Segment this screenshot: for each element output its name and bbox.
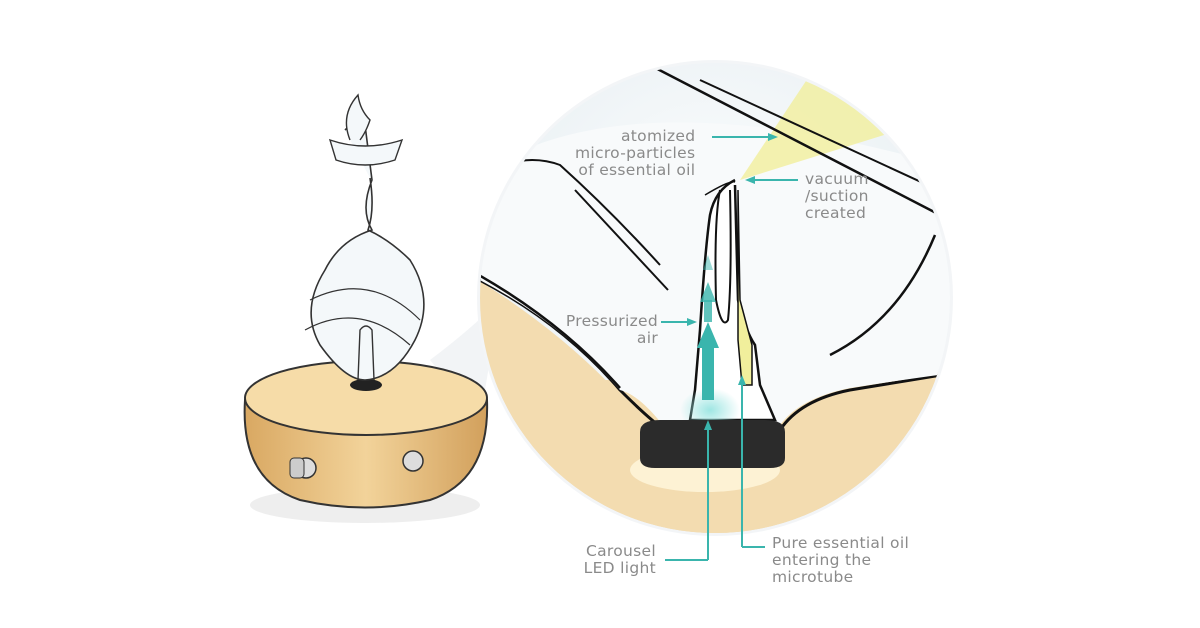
label-line: air [636,329,658,347]
label-atomized-particles: atomized micro-particles of essential oi… [575,128,695,179]
label-line: created [805,204,867,222]
label-line: micro-particles [575,144,696,162]
diffuser-product [243,93,489,523]
label-line: Pure essential oil [772,534,910,552]
atomizer-tube [640,178,785,468]
label-pure-oil: Pure essential oil entering the microtub… [772,535,909,586]
label-line: /suction [805,187,869,205]
label-vacuum: vacuum /suction created [805,171,869,222]
label-carousel-led: Carousel LED light [560,543,656,577]
callout-lines [661,133,798,561]
label-line: LED light [583,559,656,577]
label-line: entering the [772,551,872,569]
label-line: of essential oil [578,161,696,179]
label-line: vacuum [805,170,869,188]
label-line: atomized [620,127,696,145]
label-line: microtube [772,568,854,586]
label-line: Pressurized [565,312,658,330]
zoom-bubble [430,60,953,536]
label-line: Carousel [586,542,656,560]
label-pressurized-air: Pressurized air [546,313,658,347]
